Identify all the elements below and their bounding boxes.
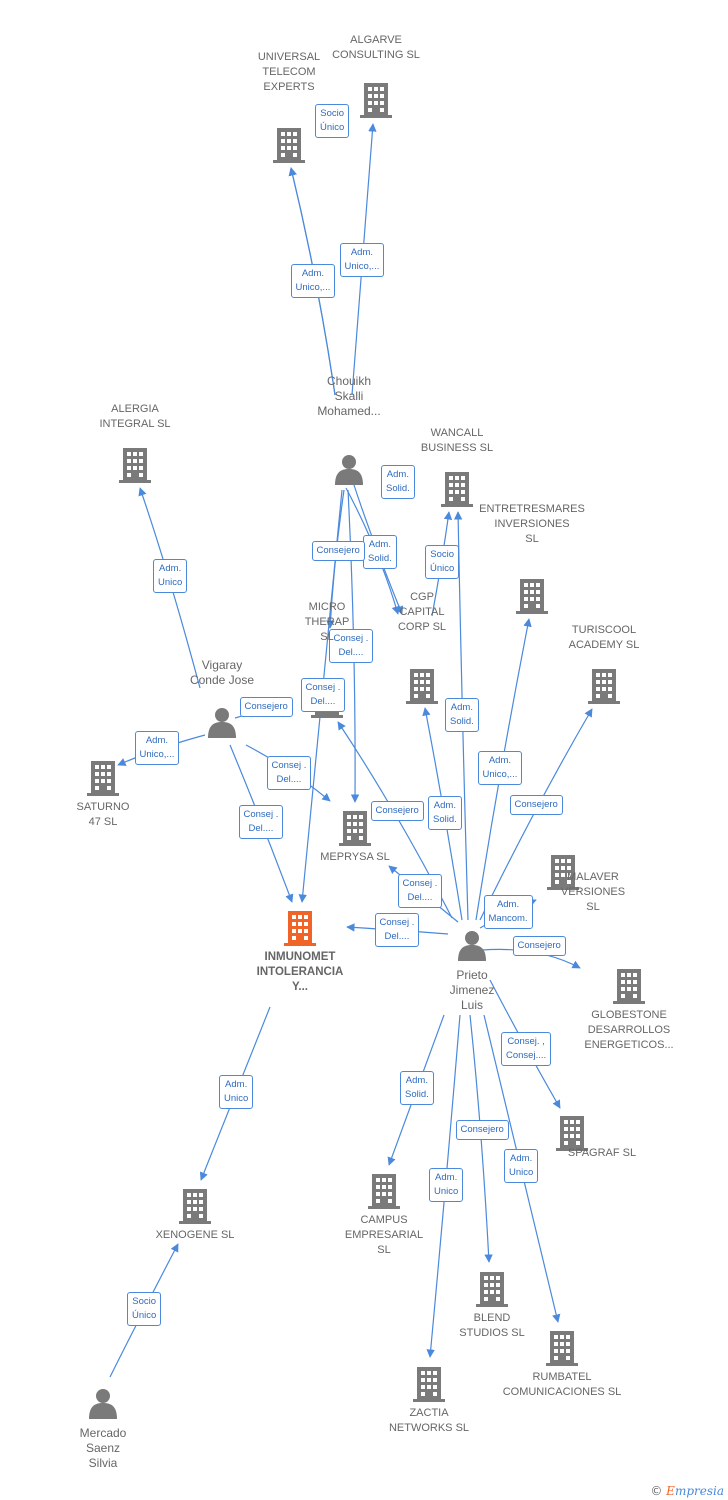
node-label-zactia[interactable]: ZACTIA NETWORKS SL (388, 1407, 470, 1434)
building-icon-zactia[interactable] (413, 1367, 445, 1402)
edge-label-vigaray-to-micro[interactable]: Consejero (239, 697, 293, 717)
brand-name: mpresia (674, 1484, 724, 1498)
node-label-universal[interactable]: UNIVERSAL TELECOM EXPERTS (257, 51, 321, 93)
edge-label-prieto-to-campus[interactable]: Adm. Solid. (400, 1071, 434, 1105)
person-icon-mercado[interactable] (89, 1389, 117, 1419)
node-label-malaver[interactable]: MALAVER VERSIONES SL (560, 870, 626, 913)
edge-label-prieto-to-zactia[interactable]: Adm. Unico (429, 1168, 464, 1202)
edge-label-prieto-to-entretres[interactable]: Adm. Unico,... (477, 751, 523, 785)
building-icon-meprysa[interactable] (339, 811, 371, 846)
building-icon-saturno[interactable] (87, 761, 119, 796)
node-label-turiscool[interactable]: TURISCOOL ACADEMY SL (568, 624, 640, 651)
edge-label-chouikh-to-algarve[interactable]: Adm. Unico,... (339, 243, 385, 277)
node-label-prieto[interactable]: Prieto Jimenez Luis (449, 968, 495, 1012)
copyright-symbol: © (650, 1484, 663, 1498)
edge-label-prieto-to-malaver[interactable]: Adm. Mancom. (483, 895, 533, 929)
edge-label-prieto-to-wancall[interactable]: Adm. Solid. (445, 698, 479, 732)
node-label-saturno[interactable]: SATURNO 47 SL (76, 801, 130, 828)
brand-footer: © Empresia (650, 1484, 724, 1498)
edge-label-inmunomet-to-xenogene[interactable]: Adm. Unico (219, 1075, 254, 1109)
person-icon-prieto[interactable] (458, 931, 486, 961)
building-icon-turiscool[interactable] (588, 669, 620, 704)
node-label-cgp[interactable]: CGP CAPITAL CORP SL (397, 591, 447, 633)
node-label-xenogene[interactable]: XENOGENE SL (155, 1229, 235, 1241)
edge-label-cgp-to-wancall[interactable]: Socio Único (425, 545, 460, 579)
node-label-blend[interactable]: BLEND STUDIOS SL (459, 1312, 525, 1339)
edge-label-vigaray-to-meprysa[interactable]: Consej . Del.... (266, 756, 312, 790)
node-label-mercado[interactable]: Mercado Saenz Silvia (79, 1426, 127, 1470)
person-icon-vigaray[interactable] (208, 708, 236, 738)
node-label-rumbatel[interactable]: RUMBATEL COMUNICACIONES SL (502, 1371, 622, 1398)
edge-label-prieto-to-rumbatel[interactable]: Adm. Unico (504, 1149, 539, 1183)
node-label-algarve[interactable]: ALGARVE CONSULTING SL (332, 34, 420, 61)
building-icon-entretres[interactable] (516, 579, 548, 614)
building-icon-algarve[interactable] (360, 83, 392, 118)
building-icon-cgp[interactable] (406, 669, 438, 704)
building-icon-inmunomet[interactable] (284, 911, 316, 946)
node-label-campus[interactable]: CAMPUS EMPRESARIAL SL (344, 1214, 424, 1256)
edge-label-prieto-to-inmunomet[interactable]: Consej . Del.... (374, 913, 420, 947)
edge-label-chouikh-to-cgp[interactable]: Adm. Solid. (381, 465, 415, 499)
edge-label-prieto-to-globestone[interactable]: Consejero (512, 936, 566, 956)
edge-label-chouikh-to-cgp[interactable]: Adm. Solid. (363, 535, 397, 569)
edge-label-prieto-to-turiscool[interactable]: Consejero (509, 795, 563, 815)
edge-label-chouikh-to-universal[interactable]: Adm. Unico,... (290, 264, 336, 298)
edge-label-vigaray-to-inmunomet[interactable]: Consej . Del.... (238, 805, 284, 839)
building-icon-alergia[interactable] (119, 448, 151, 483)
edge-label-vigaray-to-alergia[interactable]: Adm. Unico (153, 559, 188, 593)
node-label-vigaray[interactable]: Vigaray Conde Jose (189, 658, 255, 687)
node-label-spagraf[interactable]: SPAGRAF SL (567, 1146, 637, 1159)
edge-label-mercado-to-xenogene[interactable]: Socio Único (127, 1292, 162, 1326)
edge-label-prieto-to-micro[interactable]: Consejero (370, 801, 424, 821)
edge-label-prieto-to-meprysa[interactable]: Consej . Del.... (397, 874, 443, 908)
node-label-inmunomet[interactable]: INMUNOMET INTOLERANCIA Y... (256, 951, 344, 993)
node-label-entretres[interactable]: ENTRETRESMARES INVERSIONES SL (479, 503, 585, 545)
edge-label-prieto-to-cgp[interactable]: Adm. Solid. (428, 796, 462, 830)
edge-label-chouikh-to-inmunomet[interactable]: Consej . Del.... (300, 678, 346, 712)
edge-label-chouikh-to-micro[interactable]: Consejero (311, 541, 365, 561)
person-icon-chouikh[interactable] (335, 455, 363, 485)
edge-label-prieto-to-blend[interactable]: Consejero (455, 1120, 509, 1140)
brand-initial: E (666, 1484, 675, 1498)
building-icon-campus[interactable] (368, 1174, 400, 1209)
node-label-wancall[interactable]: WANCALL BUSINESS SL (420, 427, 494, 454)
building-icon-universal[interactable] (273, 128, 305, 163)
edge-label-prieto-to-spagraf[interactable]: Consej. , Consej.... (501, 1032, 552, 1066)
node-label-globestone[interactable]: GLOBESTONE DESARROLLOS ENERGETICOS... (584, 1009, 674, 1051)
building-icon-xenogene[interactable] (179, 1189, 211, 1224)
edge-label-chouikh-to-universal[interactable]: Socio Único (315, 104, 350, 138)
node-label-micro[interactable]: MICRO THERAP SL (304, 601, 350, 643)
node-label-meprysa[interactable]: MEPRYSA SL (320, 851, 390, 863)
edge-label-chouikh-to-meprysa[interactable]: Consej . Del.... (328, 629, 374, 663)
edge-label-vigaray-to-saturno[interactable]: Adm. Unico,... (134, 731, 180, 765)
node-label-alergia[interactable]: ALERGIA INTEGRAL SL (99, 403, 171, 430)
node-label-chouikh[interactable]: Chouikh Skalli Mohamed... (317, 374, 381, 418)
building-icon-globestone[interactable] (613, 969, 645, 1004)
building-icon-blend[interactable] (476, 1272, 508, 1307)
